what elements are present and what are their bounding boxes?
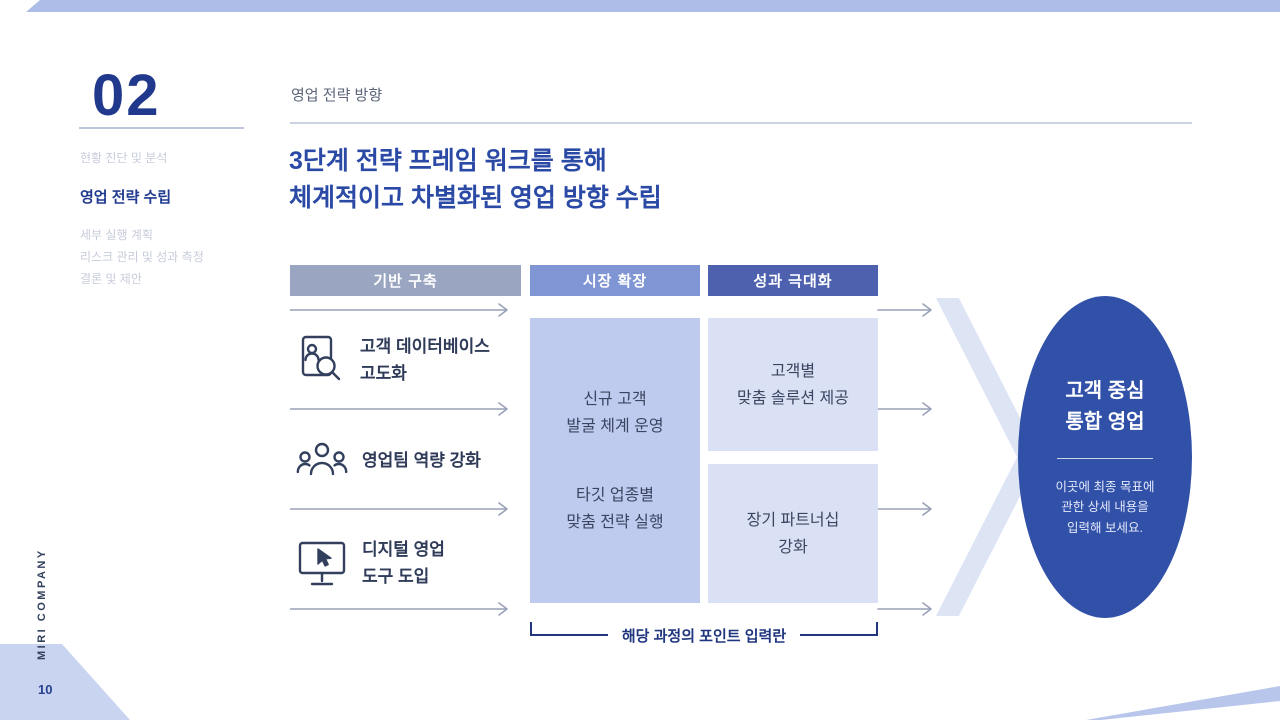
goal-circle: 고객 중심 통합 영업 이곳에 최종 목표에 관한 상세 내용을 입력해 보세요… bbox=[1018, 296, 1192, 618]
flow-arrows bbox=[290, 303, 932, 616]
foundation-item-team: 영업팀 역량 강화 bbox=[296, 430, 526, 490]
foundation-item-database: 고객 데이터베이스 고도화 bbox=[296, 328, 526, 392]
foundation-item-label: 디지털 영업 도구 도입 bbox=[362, 540, 445, 586]
agenda-item-risk: 리스크 관리 및 성과 측정 bbox=[80, 250, 204, 264]
slide-title: 3단계 전략 프레임 워크를 통해 체계적이고 차별화된 영업 방향 수립 bbox=[289, 147, 662, 212]
maximization-box-partnership: 장기 파트너십 강화 bbox=[708, 464, 878, 603]
bottom-right-decoration bbox=[1086, 686, 1280, 720]
header-divider bbox=[290, 122, 1192, 124]
section-number: 02 bbox=[92, 63, 161, 128]
bracket-right-arm bbox=[800, 622, 878, 636]
stage-expansion-header: 시장 확장 bbox=[530, 265, 700, 296]
goal-title: 고객 중심 통합 영업 bbox=[1065, 379, 1145, 433]
bracket-left-arm bbox=[530, 622, 608, 636]
maximization-box-solutions: 고객별 맞춤 솔루션 제공 bbox=[708, 318, 878, 451]
expansion-box: 신규 고객 발굴 체계 운영 타깃 업종별 맞춤 전략 실행 bbox=[530, 318, 700, 603]
foundation-item-label: 고객 데이터베이스 고도화 bbox=[360, 337, 490, 383]
agenda-item-diagnosis: 현황 진단 및 분석 bbox=[80, 151, 168, 165]
bottom-left-decoration bbox=[0, 644, 130, 720]
customer-database-icon bbox=[296, 334, 346, 386]
foundation-item-digital: 디지털 영업 도구 도입 bbox=[296, 532, 526, 594]
goal-description: 이곳에 최종 목표에 관한 상세 내용을 입력해 보세요. bbox=[1055, 479, 1155, 535]
slide-kicker: 영업 전략 방향 bbox=[291, 87, 383, 104]
agenda-item-conclusion: 결론 및 제안 bbox=[80, 272, 142, 286]
maximization-box-label: 고객별 맞춤 솔루션 제공 bbox=[737, 362, 849, 407]
maximization-box-label: 장기 파트너십 강화 bbox=[746, 511, 840, 556]
page-number: 10 bbox=[38, 682, 53, 697]
expansion-item-new-customers: 신규 고객 발굴 체계 운영 bbox=[566, 390, 664, 435]
goal-divider bbox=[1057, 457, 1153, 459]
agenda-nav: 현황 진단 및 분석 영업 전략 수립 세부 실행 계획 리스크 관리 및 성과… bbox=[80, 150, 280, 287]
top-accent-band bbox=[26, 0, 1280, 12]
expansion-item-target-industry: 타깃 업종별 맞춤 전략 실행 bbox=[566, 486, 664, 531]
sales-team-icon bbox=[296, 436, 348, 484]
bracket-label: 해당 과정의 포인트 입력란 bbox=[621, 628, 787, 645]
agenda-item-execution: 세부 실행 계획 bbox=[80, 228, 153, 242]
stage-maximization-header: 성과 극대화 bbox=[708, 265, 878, 296]
section-divider bbox=[79, 127, 244, 129]
agenda-item-strategy-active: 영업 전략 수립 bbox=[80, 189, 172, 206]
foundation-item-label: 영업팀 역량 강화 bbox=[362, 450, 481, 470]
company-name: MIRI COMPANY bbox=[36, 548, 48, 660]
input-bracket: 해당 과정의 포인트 입력란 bbox=[530, 622, 878, 650]
digital-tools-icon bbox=[296, 538, 348, 588]
stage-foundation-header: 기반 구축 bbox=[290, 265, 521, 296]
